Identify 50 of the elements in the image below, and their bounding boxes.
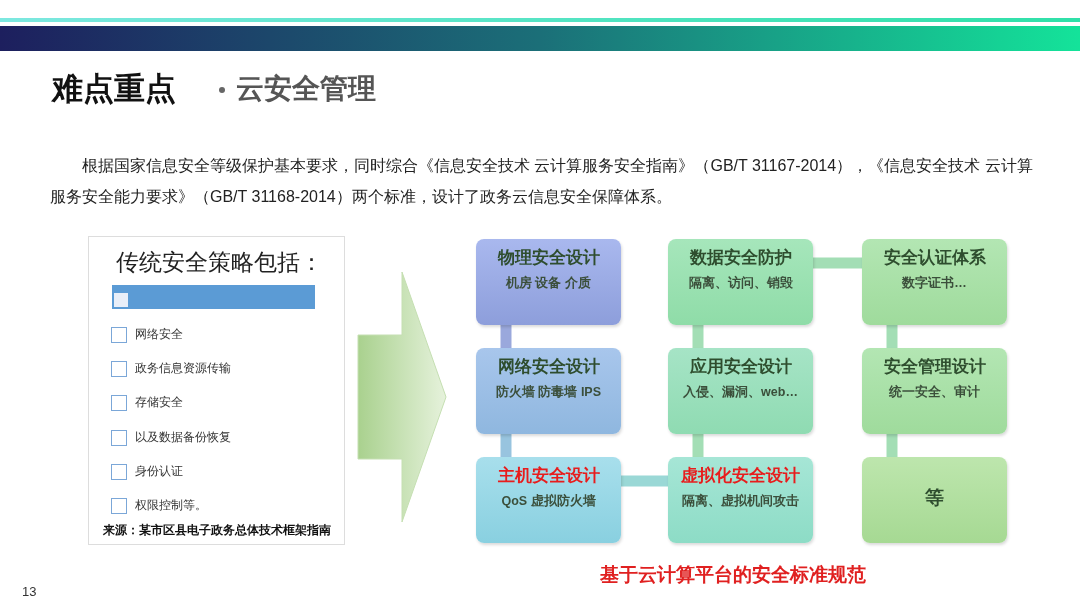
big-arrow: [357, 271, 447, 523]
connector-bar: [500, 434, 512, 457]
diagram-caption: 基于云计算平台的安全标准规范: [598, 563, 867, 587]
connector-bar: [692, 325, 704, 348]
panel-heading: 传统安全策略包括：: [116, 248, 323, 277]
slide-title: 难点重点: [52, 70, 176, 108]
box-title: 物理安全设计: [496, 247, 601, 269]
box-title: 虚拟化安全设计: [680, 465, 801, 487]
box-subtitle: 入侵、漏洞、web…: [682, 384, 799, 401]
design-box: [476, 457, 621, 543]
design-box: [668, 457, 813, 543]
connector-bar: [813, 257, 862, 269]
box-subtitle: 机房 设备 介质: [504, 275, 592, 292]
list-panel: [88, 236, 345, 545]
box-title: 安全认证体系: [882, 247, 987, 269]
source-note: 来源：某市区县电子政务总体技术框架指南: [101, 522, 332, 539]
design-box: [668, 348, 813, 434]
connector-bar: [692, 434, 704, 457]
intro-paragraph: 根据国家信息安全等级保护基本要求，同时综合《信息安全技术 云计算服务安全指南》（GB/T 31167-2014），《信息安全技术 云计算服务安全能力要求》（GB/T 31168-2014）两个标准，设计了政务云信息安全保障体系。: [50, 156, 1034, 207]
list-item-text: 身份认证: [135, 463, 183, 480]
page-number: 13: [22, 584, 37, 599]
box-title: 安全管理设计: [882, 356, 987, 378]
list-item-text: 以及数据备份恢复: [135, 429, 231, 446]
box-title: 等: [924, 486, 945, 510]
box-title: 应用安全设计: [688, 356, 793, 378]
design-box: [668, 239, 813, 325]
design-box: [476, 239, 621, 325]
box-subtitle: QoS 虚拟防火墙: [500, 493, 597, 510]
list-item-text: 权限控制等。: [135, 497, 207, 514]
box-title: 数据安全防护: [688, 247, 793, 269]
box-subtitle: 防火墙 防毒墙 IPS: [494, 384, 603, 401]
list-item-text: 网络安全: [135, 326, 183, 343]
design-box: [862, 457, 1007, 543]
box-title: 主机安全设计: [496, 465, 601, 487]
box-subtitle: 隔离、访问、销毁: [687, 275, 794, 292]
design-box: [862, 348, 1007, 434]
highlight-bar: [112, 285, 315, 309]
connector-bar: [621, 475, 668, 487]
design-box: [476, 348, 621, 434]
box-subtitle: 隔离、虚拟机间攻击: [681, 493, 800, 510]
list-item-text: 存储安全: [135, 394, 183, 411]
connector-bar: [886, 325, 898, 348]
box-title: 网络安全设计: [496, 356, 601, 378]
slide-subtitle: 云安全管理: [236, 72, 376, 106]
box-subtitle: 统一安全、审计: [888, 384, 981, 401]
box-subtitle: 数字证书…: [901, 275, 968, 292]
connector-bar: [500, 325, 512, 348]
list-item-text: 政务信息资源传输: [135, 360, 231, 377]
design-box: [862, 239, 1007, 325]
connector-bar: [886, 434, 898, 457]
